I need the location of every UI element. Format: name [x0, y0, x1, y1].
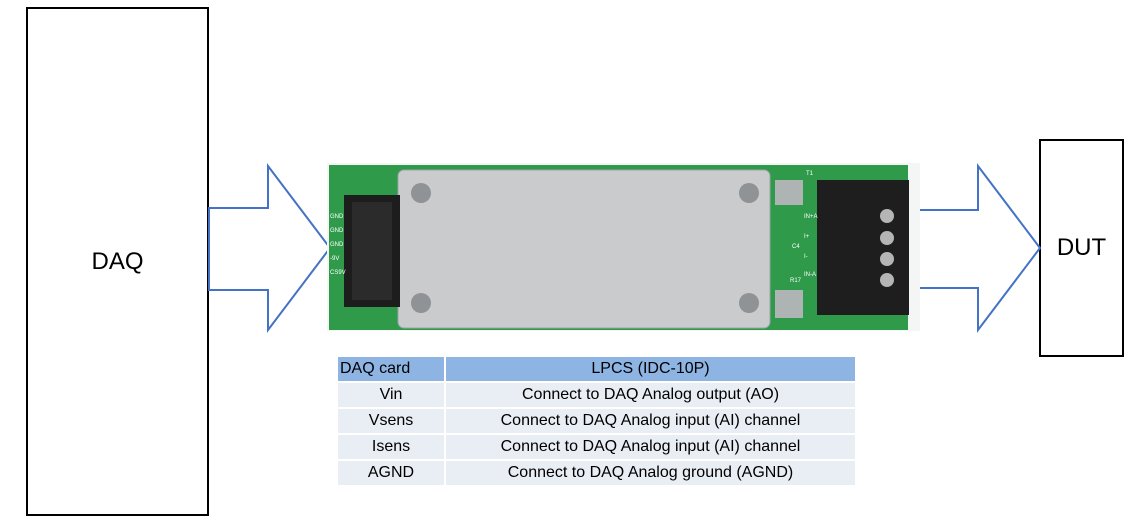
dut-block: DUT [1039, 139, 1124, 357]
signal-cell: Vsens [338, 409, 444, 433]
silkscreen-label: GND [330, 214, 344, 220]
silkscreen-label: GND [330, 242, 344, 248]
silkscreen-label: IN+A [804, 214, 818, 220]
description-cell: Connect to DAQ Analog input (AI) channel [446, 409, 855, 433]
dut-label: DUT [1056, 234, 1107, 261]
signal-cell: Vin [338, 383, 444, 407]
daq-block: DAQ [26, 7, 209, 516]
silkscreen-label: R17 [790, 278, 802, 284]
header-cell: LPCS (IDC-10P) [446, 357, 855, 381]
description-cell: Connect to DAQ Analog ground (AGND) [446, 461, 855, 485]
daq-label: DAQ [91, 247, 144, 275]
table-header: DAQ card LPCS (IDC-10P) [338, 357, 855, 381]
silkscreen-label: I- [804, 254, 808, 260]
lpcs-board-photo: GND GND GND -9V CS9V IN+A I+ C4 I- IN-A … [327, 163, 920, 331]
silkscreen-label: I+ [804, 234, 810, 240]
signal-cell: Isens [338, 435, 444, 459]
right-arrow [917, 163, 1042, 333]
silkscreen-label: T1 [806, 171, 814, 177]
header-cell: DAQ card [338, 357, 444, 381]
heatsink-plate [397, 169, 771, 329]
description-cell: Connect to DAQ Analog output (AO) [446, 383, 855, 407]
silkscreen-label: C4 [792, 244, 800, 250]
left-arrow [208, 163, 332, 333]
description-cell: Connect to DAQ Analog input (AI) channel [446, 435, 855, 459]
silkscreen-label: GND [330, 228, 344, 234]
silkscreen-label: CS9V [330, 270, 346, 276]
terminal-block [817, 180, 909, 315]
silkscreen-label: -9V [330, 256, 339, 262]
silkscreen-label: IN-A [804, 272, 816, 278]
signal-cell: AGND [338, 461, 444, 485]
